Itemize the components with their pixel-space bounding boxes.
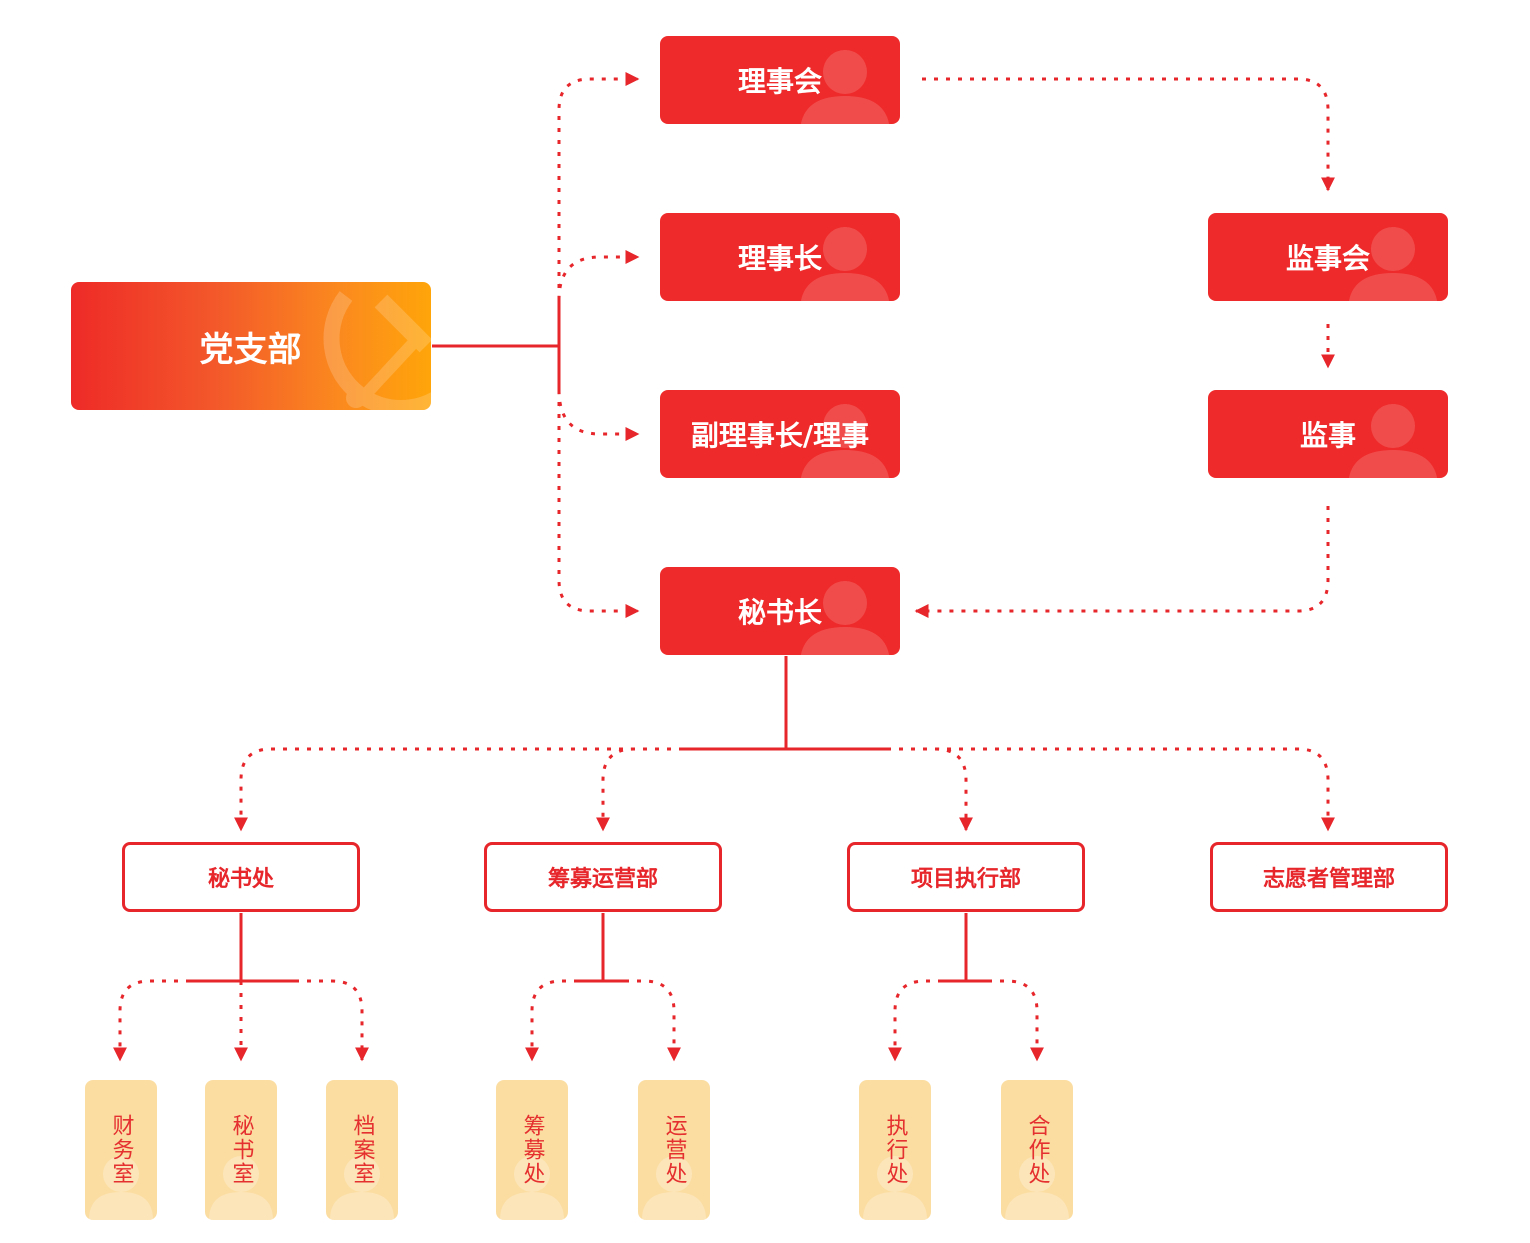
dashed-arrow (557, 250, 640, 301)
dashed-arrow (625, 979, 681, 1062)
office-label: 运营处 (661, 1114, 687, 1186)
secretary-general-box[interactable]: 秘书长 (660, 567, 900, 655)
dashed-arrow (234, 747, 683, 832)
chairman-label: 理事长 (737, 242, 822, 275)
supervisory-board-box[interactable]: 监事会 (1208, 213, 1448, 301)
office-label: 执行处 (882, 1114, 908, 1186)
person-silhouette-icon (801, 227, 889, 301)
office-box-fundraising[interactable]: 筹募处 (496, 1080, 568, 1220)
person-silhouette-icon (1349, 227, 1437, 301)
secretary-general-label: 秘书长 (737, 596, 822, 629)
person-silhouette-icon (863, 1156, 927, 1220)
department-label: 筹募运营部 (547, 867, 658, 892)
office-box-archives[interactable]: 档案室 (326, 1080, 398, 1220)
supervisor-label: 监事 (1299, 419, 1356, 452)
supervisor-box[interactable]: 监事 (1208, 390, 1448, 478)
office-label: 合作处 (1024, 1114, 1050, 1186)
office-label: 秘书室 (228, 1114, 254, 1186)
vice-chairman-label: 副理事长/理事 (690, 419, 870, 452)
office-label: 档案室 (349, 1114, 375, 1186)
department-box-secretariat[interactable]: 秘书处 (122, 842, 360, 912)
party-branch-box[interactable]: 党支部 (71, 282, 431, 410)
department-label: 秘书处 (207, 867, 274, 892)
council-label: 理事会 (737, 65, 822, 98)
dashed-arrow (596, 747, 683, 832)
office-box-operations[interactable]: 运营处 (638, 1080, 710, 1220)
office-box-finance[interactable]: 财务室 (85, 1080, 157, 1220)
person-silhouette-icon (1349, 404, 1437, 478)
supervisory-board-label: 监事会 (1285, 242, 1370, 275)
department-box-project-execution[interactable]: 项目执行部 (847, 842, 1085, 912)
dashed-arrow (525, 979, 578, 1062)
dashed-arrow (887, 747, 1335, 832)
person-silhouette-icon (642, 1156, 706, 1220)
council-box[interactable]: 理事会 (660, 36, 900, 124)
person-silhouette-icon (801, 50, 889, 124)
dashed-arrow (888, 979, 942, 1062)
person-silhouette-icon (330, 1156, 394, 1220)
person-silhouette-icon (801, 404, 889, 478)
party-branch-label: 党支部 (199, 329, 302, 370)
dashed-arrow (295, 979, 369, 1062)
office-label: 财务室 (108, 1114, 134, 1186)
department-label: 项目执行部 (910, 867, 1021, 892)
office-box-execution[interactable]: 执行处 (859, 1080, 931, 1220)
chairman-box[interactable]: 理事长 (660, 213, 900, 301)
dashed-arrow (922, 77, 1335, 192)
dashed-arrow (113, 979, 190, 1062)
dashed-arrow (914, 506, 1330, 618)
office-box-secretary[interactable]: 秘书室 (205, 1080, 277, 1220)
department-label: 志愿者管理部 (1262, 867, 1395, 892)
office-label: 筹募处 (519, 1114, 545, 1186)
office-box-cooperation[interactable]: 合作处 (1001, 1080, 1073, 1220)
person-silhouette-icon (89, 1156, 153, 1220)
department-box-fundraising-ops[interactable]: 筹募运营部 (484, 842, 722, 912)
vice-chairman-box[interactable]: 副理事长/理事 (660, 390, 900, 478)
dashed-arrow (988, 979, 1044, 1062)
person-silhouette-icon (500, 1156, 564, 1220)
person-silhouette-icon (209, 1156, 273, 1220)
dashed-arrow (557, 389, 640, 441)
person-silhouette-icon (801, 581, 889, 655)
department-box-volunteer-mgmt[interactable]: 志愿者管理部 (1210, 842, 1448, 912)
hammer-sickle-icon (323, 291, 431, 410)
person-silhouette-icon (1005, 1156, 1069, 1220)
dashed-arrow (887, 747, 973, 832)
